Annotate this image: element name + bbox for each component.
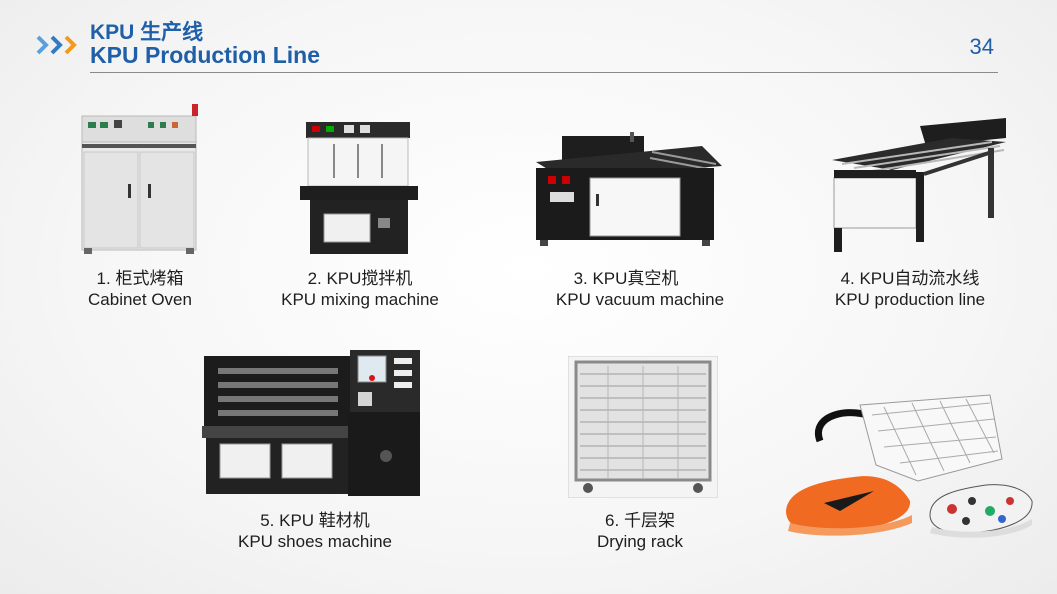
item-label-en: KPU shoes machine <box>237 532 393 551</box>
item-caption: 5. KPU 鞋材机 KPU shoes machine <box>200 510 430 552</box>
page-number: 34 <box>969 34 994 59</box>
vacuum-machine-image <box>536 132 722 246</box>
item-shoes-machine: 5. KPU 鞋材机 KPU shoes machine <box>200 348 430 554</box>
production-line-image <box>832 118 1006 252</box>
patterned-sneaker-icon <box>929 484 1033 538</box>
item-caption: 6. 千层架 Drying rack <box>560 510 720 552</box>
drying-rack-image <box>568 356 718 498</box>
chevron-arrows-icon <box>36 35 77 55</box>
item-label-zh: 3. KPU真空机 <box>573 269 679 288</box>
item-label-en: KPU vacuum machine <box>555 290 725 309</box>
title-english: KPU Production Line <box>90 42 320 68</box>
item-cabinet-oven: 1. 柜式烤箱 Cabinet Oven <box>60 100 220 310</box>
item-label-zh: 4. KPU自动流水线 <box>840 269 980 288</box>
item-label-zh: 5. KPU 鞋材机 <box>260 511 370 530</box>
mixing-machine-image <box>300 122 418 254</box>
handbag-icon <box>814 394 1003 482</box>
item-vacuum-machine: 3. KPU真空机 KPU vacuum machine <box>536 128 740 313</box>
item-caption: 3. KPU真空机 KPU vacuum machine <box>540 268 740 310</box>
shoes-machine-image <box>202 350 420 496</box>
kpu-products-image <box>786 394 1033 538</box>
item-label-en: KPU mixing machine <box>281 290 439 309</box>
item-label-zh: 6. 千层架 <box>605 511 675 530</box>
title-chinese: KPU 生产线 <box>90 21 204 44</box>
slide-header: KPU 生产线 KPU Production Line 34 <box>36 14 998 74</box>
cabinet-oven-image <box>81 104 198 254</box>
item-caption: 2. KPU搅拌机 KPU mixing machine <box>270 268 450 310</box>
item-label-en: KPU production line <box>834 290 986 309</box>
item-caption: 4. KPU自动流水线 KPU production line <box>820 268 1000 310</box>
item-mixing-machine: 2. KPU搅拌机 KPU mixing machine <box>270 118 450 312</box>
item-label-zh: 2. KPU搅拌机 <box>307 269 413 288</box>
item-label-zh: 1. 柜式烤箱 <box>96 269 184 288</box>
orange-sneaker-icon <box>786 476 912 536</box>
item-drying-rack: 6. 千层架 Drying rack <box>560 356 720 554</box>
item-caption: 1. 柜式烤箱 Cabinet Oven <box>60 268 220 310</box>
item-label-en: Cabinet Oven <box>88 290 192 309</box>
item-production-line: 4. KPU自动流水线 KPU production line <box>820 118 1006 312</box>
item-label-en: Drying rack <box>597 532 683 551</box>
header-divider <box>90 72 998 73</box>
